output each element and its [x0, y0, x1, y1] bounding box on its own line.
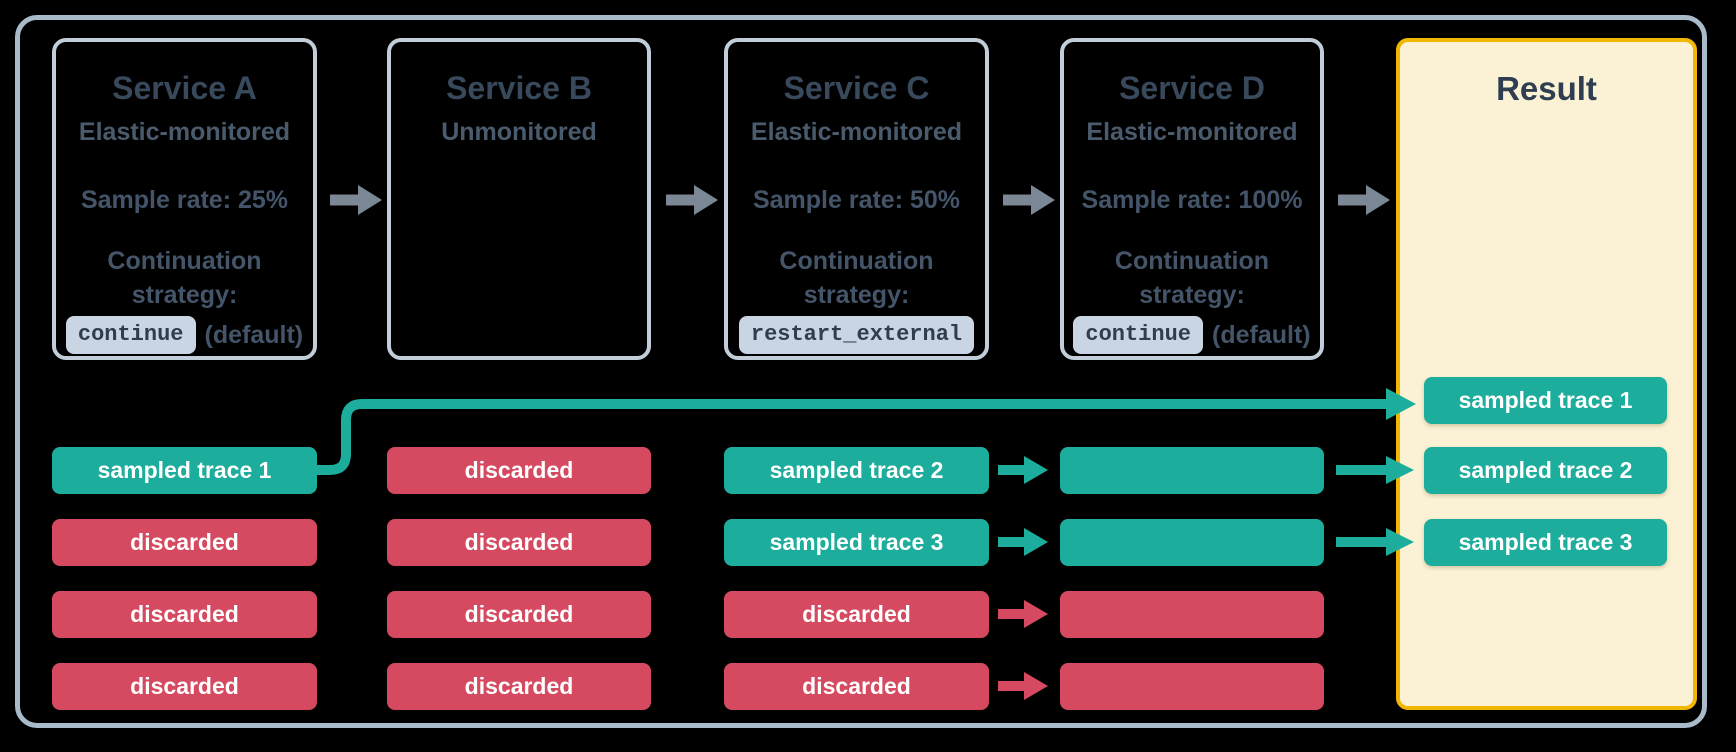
continuation-line1: Continuation	[1114, 247, 1270, 275]
code-tag: continue	[65, 316, 196, 354]
service-c-title: Service C	[783, 70, 930, 106]
service-a-sample-rate: Sample rate: 25%	[80, 186, 289, 214]
code-suffix: (default)	[204, 320, 304, 349]
trace-pill-d4	[1060, 663, 1324, 710]
trace-pill-a3: discarded	[52, 591, 317, 638]
trace-pill-d1	[1060, 447, 1324, 494]
code-tag: restart_external	[738, 316, 975, 354]
service-box-d: Service D Elastic-monitored Sample rate:…	[1060, 38, 1324, 360]
trace-pill-a1: sampled trace 1	[52, 447, 317, 494]
continuation-line1: Continuation	[107, 247, 262, 275]
code-tag: continue	[1073, 316, 1203, 354]
continuation-line2: strategy:	[1139, 281, 1245, 309]
result-pill-3: sampled trace 3	[1424, 519, 1667, 566]
service-box-c: Service C Elastic-monitored Sample rate:…	[724, 38, 989, 360]
result-pill-2: sampled trace 2	[1424, 447, 1667, 494]
trace-pill-a4: discarded	[52, 663, 317, 710]
trace-pill-d3	[1060, 591, 1324, 638]
service-d-title: Service D	[1119, 70, 1265, 106]
service-d-subtitle: Elastic-monitored	[1086, 118, 1298, 146]
code-suffix: (default)	[1212, 320, 1311, 349]
service-c-continuation-label: Continuation strategy:	[728, 244, 985, 312]
trace-pill-a2: discarded	[52, 519, 317, 566]
trace-pill-b3: discarded	[387, 591, 651, 638]
service-b-subtitle: Unmonitored	[441, 118, 597, 146]
trace-pill-c2: sampled trace 3	[724, 519, 989, 566]
trace-pill-c1: sampled trace 2	[724, 447, 989, 494]
service-a-title: Service A	[112, 70, 257, 106]
service-box-a: Service A Elastic-monitored Sample rate:…	[52, 38, 317, 360]
service-c-sample-rate: Sample rate: 50%	[752, 186, 961, 214]
trace-pill-b1: discarded	[387, 447, 651, 494]
service-b-title: Service B	[446, 70, 592, 106]
continuation-line1: Continuation	[779, 247, 934, 275]
continuation-line2: strategy:	[131, 281, 238, 309]
service-a-strategy-row: continue (default)	[56, 316, 313, 354]
trace-pill-c4: discarded	[724, 663, 989, 710]
service-d-strategy-row: continue (default)	[1064, 316, 1320, 354]
result-pill-1: sampled trace 1	[1424, 377, 1667, 424]
service-a-continuation-label: Continuation strategy:	[56, 244, 313, 312]
result-title: Result	[1496, 70, 1597, 107]
trace-pill-b2: discarded	[387, 519, 651, 566]
service-d-continuation-label: Continuation strategy:	[1064, 244, 1320, 312]
service-c-subtitle: Elastic-monitored	[750, 118, 963, 146]
service-d-sample-rate: Sample rate: 100%	[1081, 186, 1303, 214]
trace-pill-c3: discarded	[724, 591, 989, 638]
result-box: Result	[1396, 38, 1697, 710]
service-a-subtitle: Elastic-monitored	[78, 118, 291, 146]
trace-pill-d2	[1060, 519, 1324, 566]
outer-frame	[15, 15, 1707, 728]
service-c-strategy-row: restart_external	[728, 316, 985, 354]
trace-pill-b4: discarded	[387, 663, 651, 710]
continuation-line2: strategy:	[803, 281, 910, 309]
service-box-b: Service B Unmonitored	[387, 38, 651, 360]
